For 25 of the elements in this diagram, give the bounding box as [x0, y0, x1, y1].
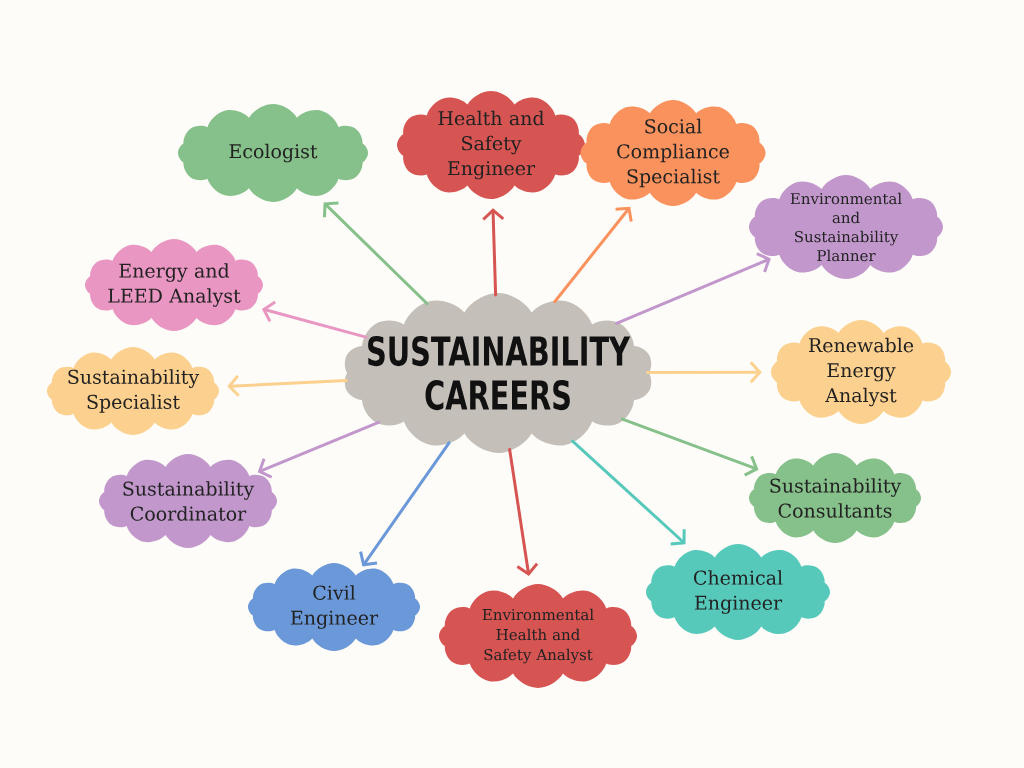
arrow	[322, 201, 429, 306]
cloud: Environmental Health and Safety Analyst	[439, 584, 637, 688]
arrow	[553, 206, 633, 304]
cloud: Renewable Energy Analyst	[771, 320, 951, 424]
cloud: Energy and LEED Analyst	[85, 239, 263, 331]
arrow	[359, 441, 451, 567]
cloud: Sustainability Coordinator	[99, 454, 277, 548]
arrow	[261, 300, 368, 339]
cloud: Health and Safety Engineer	[397, 91, 585, 199]
cloud: Chemical Engineer	[646, 544, 830, 640]
cloud: Civil Engineer	[248, 563, 420, 651]
arrow	[620, 417, 759, 477]
arrow	[227, 374, 348, 397]
central-cloud: SUSTAINABILITY CAREERS	[344, 293, 652, 453]
cloud: Sustainability Consultants	[749, 453, 921, 543]
cloud: Environmental and Sustainability Planner	[749, 175, 943, 279]
arrow	[571, 439, 686, 546]
arrow	[257, 420, 381, 479]
arrow	[508, 447, 539, 576]
cloud: Social Compliance Specialist	[580, 100, 766, 206]
cloud: Ecologist	[178, 104, 368, 202]
arrow	[482, 208, 505, 297]
arrow	[615, 252, 771, 325]
arrow	[645, 361, 762, 384]
cloud: Sustainability Specialist	[47, 347, 219, 435]
